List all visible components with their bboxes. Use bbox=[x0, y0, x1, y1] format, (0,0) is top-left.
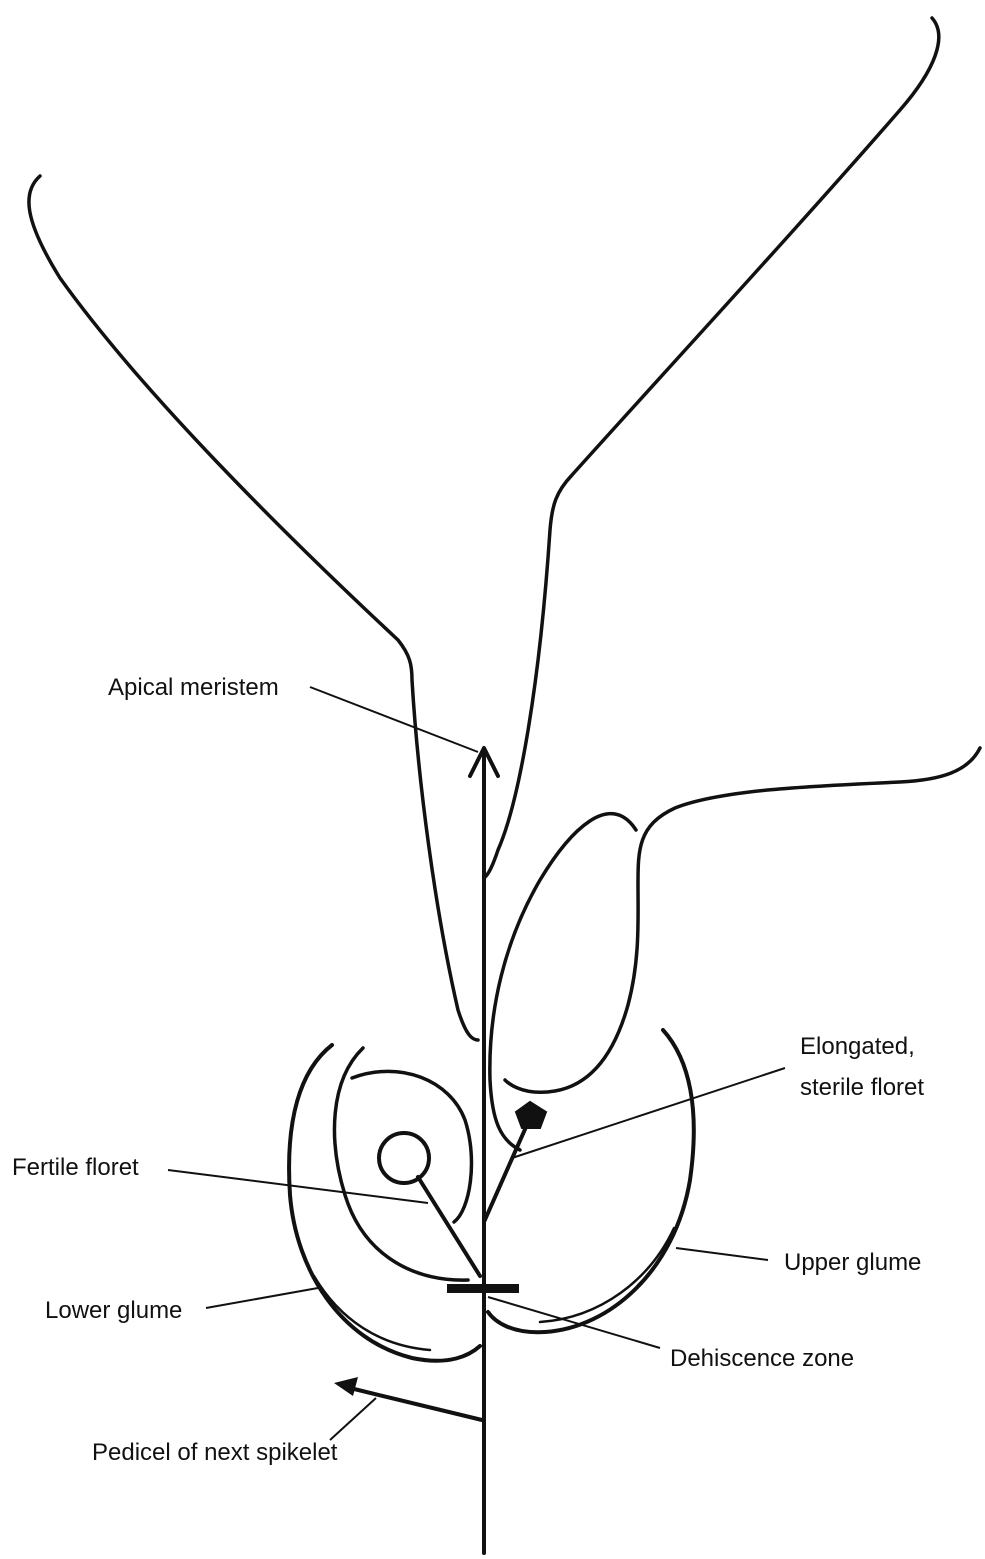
label-elongated-line1: Elongated, bbox=[800, 1033, 915, 1060]
elongated-floret-left-edge bbox=[29, 176, 478, 1040]
label-lower-glume: Lower glume bbox=[45, 1297, 182, 1324]
fertile-floret-palea bbox=[334, 1048, 468, 1280]
label-fertile-floret: Fertile floret bbox=[12, 1154, 139, 1181]
fertile-floret-circle bbox=[379, 1133, 429, 1183]
dehiscence-zone-leader bbox=[488, 1297, 660, 1348]
dehiscence-zone-bar bbox=[447, 1284, 519, 1293]
apical-meristem-leader bbox=[310, 687, 478, 752]
pedicel-leader bbox=[330, 1398, 376, 1440]
fertile-floret-leader bbox=[168, 1170, 428, 1203]
label-dehiscence-zone: Dehiscence zone bbox=[670, 1345, 854, 1372]
lower-glume-inner bbox=[314, 1276, 430, 1350]
fertile-floret-lemma bbox=[352, 1071, 471, 1222]
sterile-floret-pentagon bbox=[516, 1102, 546, 1128]
lower-glume bbox=[289, 1045, 480, 1361]
elongated-floret-right-edge bbox=[484, 18, 939, 878]
upper-glume-inner bbox=[540, 1228, 674, 1322]
label-upper-glume: Upper glume bbox=[784, 1249, 921, 1276]
upper-glume-leader bbox=[676, 1248, 768, 1260]
label-apical-meristem: Apical meristem bbox=[108, 674, 279, 701]
lower-glume-leader bbox=[206, 1288, 318, 1308]
label-elongated-line2: sterile floret bbox=[800, 1074, 924, 1101]
sterile-floret-stalk bbox=[484, 1118, 530, 1222]
inner-sterile-floret bbox=[490, 814, 636, 1150]
label-pedicel: Pedicel of next spikelet bbox=[92, 1439, 338, 1466]
fertile-floret-stalk bbox=[418, 1177, 480, 1276]
elongated-floret-leader bbox=[512, 1068, 785, 1158]
pedicel-arrowhead bbox=[334, 1377, 358, 1396]
